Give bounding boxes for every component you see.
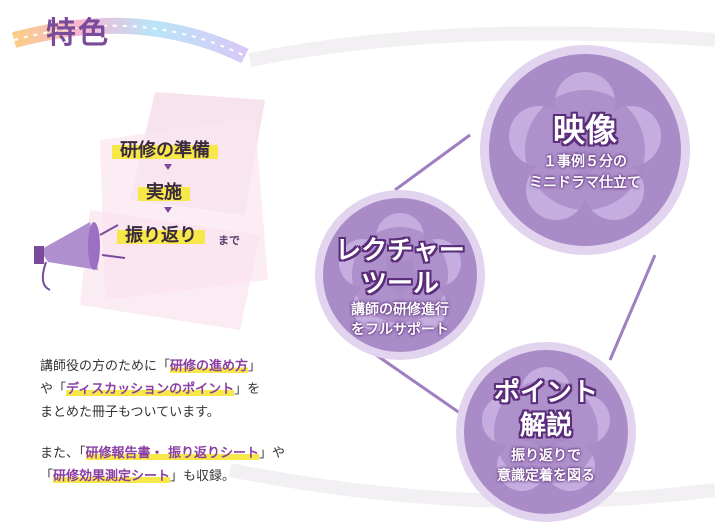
reel-lecture xyxy=(315,190,485,360)
arrow-down-icon xyxy=(164,207,172,213)
step-implementation: 実施 xyxy=(138,177,190,205)
point-subtitle-2: 意識定着を図る xyxy=(497,468,595,484)
desc-line-3: まとめた冊子もついています。 xyxy=(40,405,220,420)
lecture-subtitle-1: 講師の研修進行 xyxy=(351,302,449,318)
lecture-subtitle-2: をフルサポート xyxy=(351,322,449,338)
step-preparation: 研修の準備 xyxy=(112,135,218,163)
reel-point xyxy=(456,342,636,522)
made-suffix: まで xyxy=(218,234,240,247)
video-subtitle-1: １事例５分の xyxy=(543,154,627,170)
description-paragraph-1: 講師役の方のために「研修の進め方」 や「ディスカッションのポイント」を まとめた… xyxy=(40,355,261,424)
point-title-2: 解説 xyxy=(519,411,572,441)
lecture-title-1: レクチャー xyxy=(335,236,465,266)
reel-video xyxy=(480,45,690,255)
desc-line-5: 「研修効果測定シート」も収録。 xyxy=(40,469,236,484)
step-review: 振り返り xyxy=(117,220,205,248)
video-subtitle-2: ミニドラマ仕立て xyxy=(529,175,641,191)
desc-line-4: また、「研修報告書・ 振り返りシート」や xyxy=(40,446,286,461)
description-paragraph-2: また、「研修報告書・ 振り返りシート」や 「研修効果測定シート」も収録。 xyxy=(40,442,285,488)
page-title: 特色 xyxy=(46,16,110,51)
arrow-down-icon xyxy=(164,164,172,170)
lecture-title-2: ツール xyxy=(360,269,439,299)
video-title: 映像 xyxy=(552,111,617,149)
highlight-text: 研修報告書・ 振り返りシート xyxy=(85,446,260,461)
desc-line-1: 講師役の方のために「研修の進め方」 xyxy=(40,359,262,374)
megaphone-icon xyxy=(34,222,126,291)
desc-line-2: や「ディスカッションのポイント」を xyxy=(40,382,261,397)
highlight-text: 研修効果測定シート xyxy=(53,469,171,484)
title-film-strip xyxy=(11,17,249,64)
point-subtitle-1: 振り返りで xyxy=(511,448,581,464)
point-title-1: ポイント xyxy=(493,378,598,408)
highlight-text: ディスカッションのポイント xyxy=(66,382,235,397)
highlight-text: 研修の進め方 xyxy=(170,359,249,374)
